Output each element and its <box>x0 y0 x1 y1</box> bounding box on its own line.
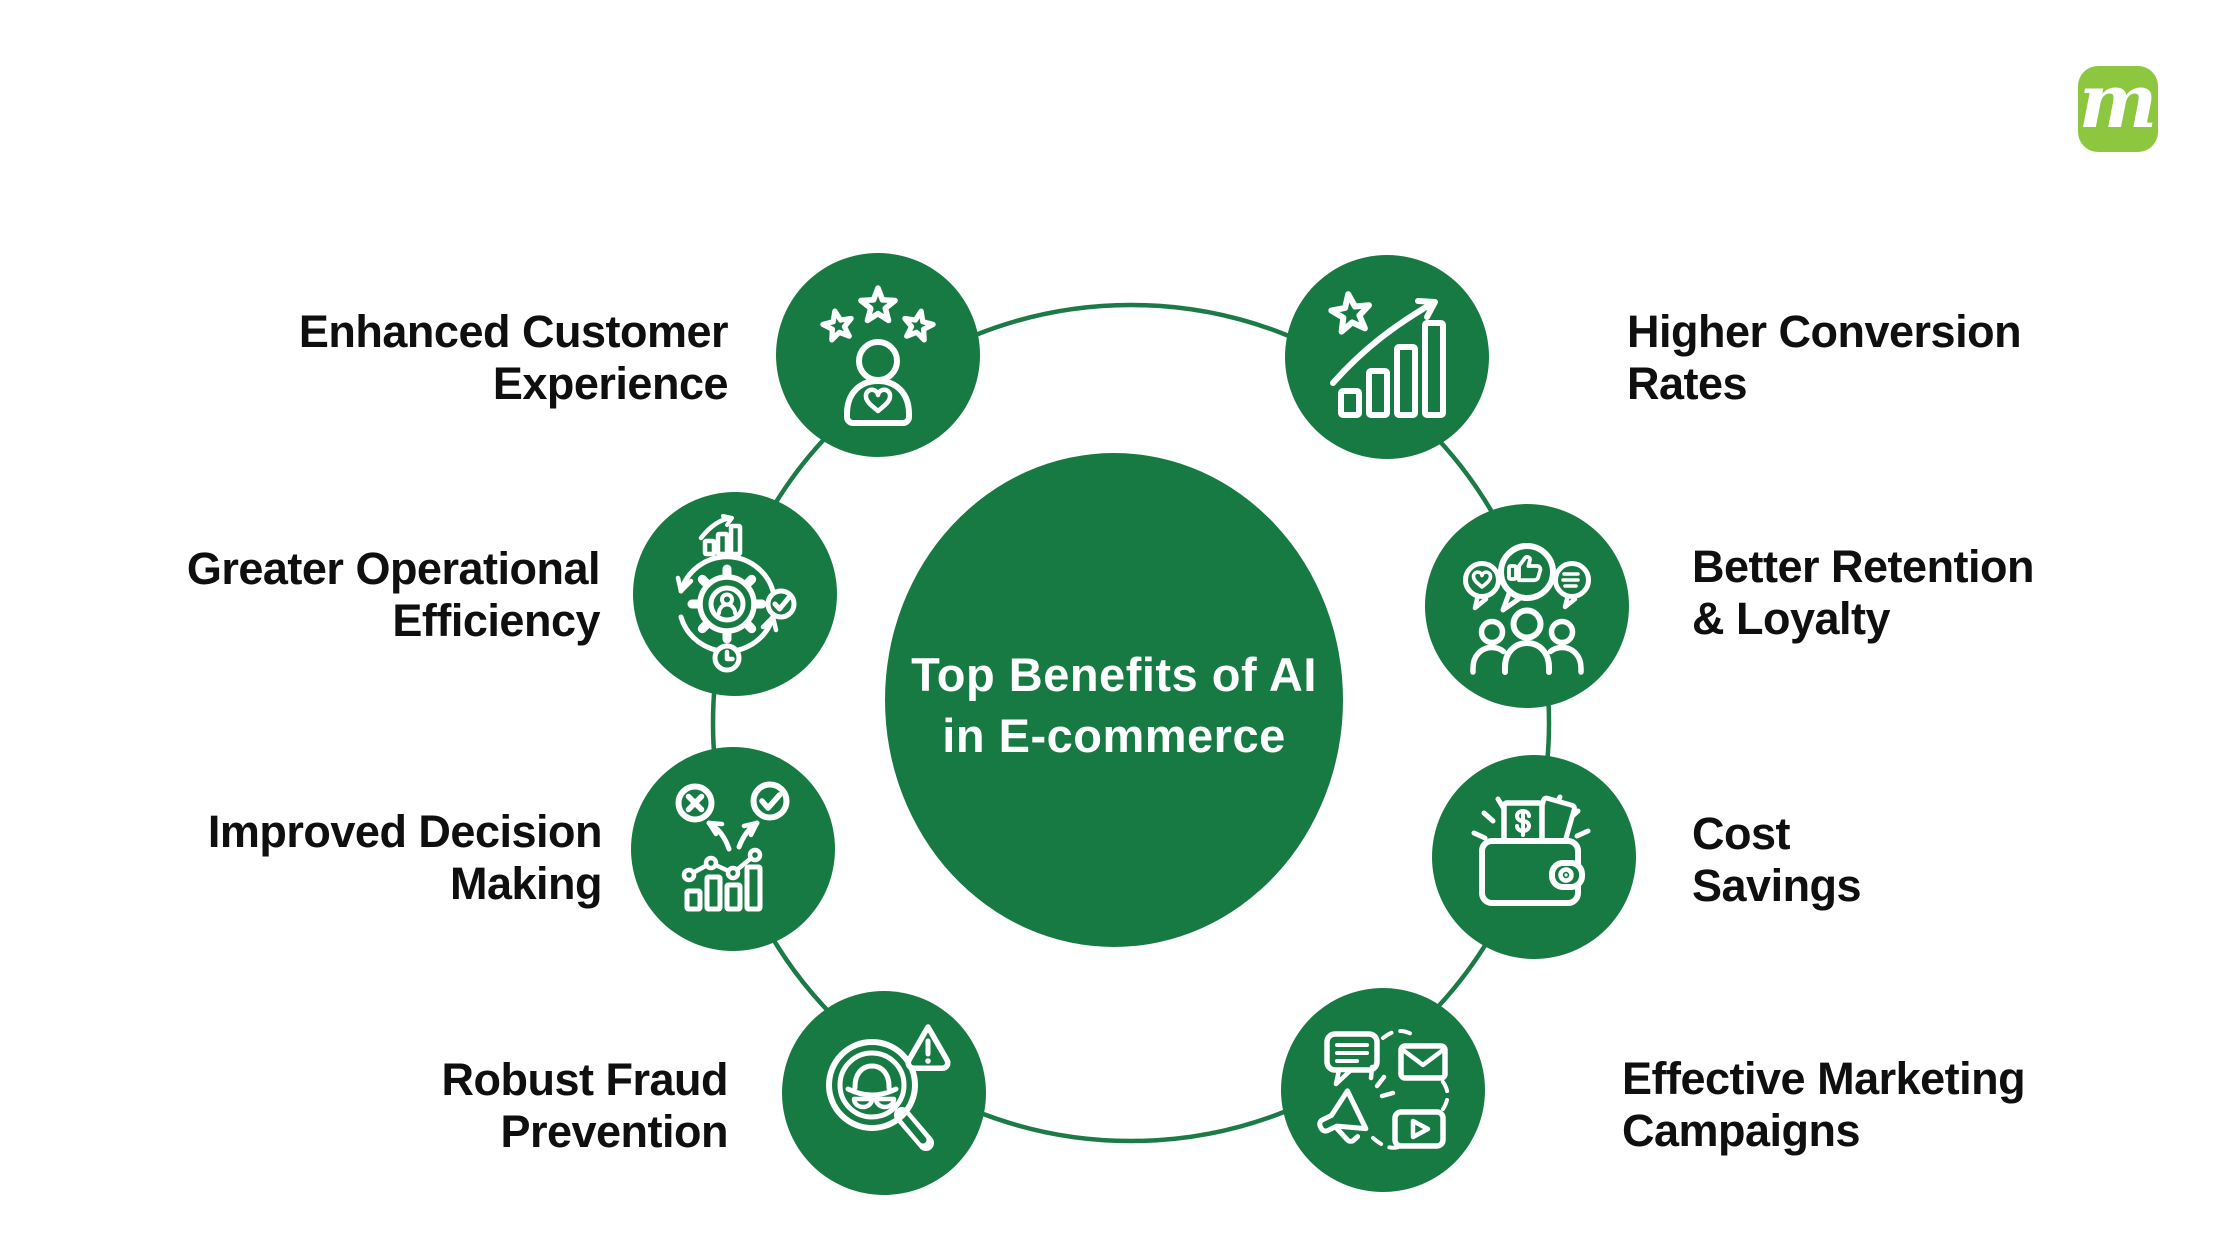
label-line1: Cost <box>1692 808 1791 859</box>
customers-feedback-bubbles-icon <box>1463 543 1591 675</box>
node-circle <box>1285 255 1489 459</box>
diagram-title-line1: Top Benefits of AI <box>911 648 1317 701</box>
node-effective-marketing-campaigns <box>1281 988 1485 1192</box>
label-line2: Savings <box>1692 860 1862 911</box>
node-circle <box>776 253 980 457</box>
label-line1: Greater Operational <box>186 543 601 594</box>
label-line1: Higher Conversion <box>1627 306 2022 357</box>
node-circle <box>631 747 835 951</box>
node-cost-savings <box>1432 755 1636 959</box>
label-effective-marketing-campaigns: Effective Marketing Campaigns <box>1622 1053 2026 1157</box>
label-cost-savings: Cost Savings <box>1692 808 1862 912</box>
label-line2: Prevention <box>500 1106 728 1157</box>
label-higher-conversion-rates: Higher Conversion Rates <box>1627 306 2022 410</box>
node-better-retention-loyalty <box>1425 504 1629 708</box>
decision-branch-arrows-icon <box>675 781 790 912</box>
connector-ring <box>710 302 1552 1144</box>
marketing-channels-megaphone-icon <box>1317 1029 1450 1150</box>
node-improved-decision-making <box>631 747 835 951</box>
label-line1: Enhanced Customer <box>298 306 729 357</box>
node-circle <box>1425 504 1629 708</box>
center-circle <box>885 453 1343 947</box>
node-circle <box>1281 988 1485 1192</box>
label-greater-operational-efficiency: Greater Operational Efficiency <box>186 543 601 647</box>
diagram-title-line2: in E-commerce <box>942 709 1286 762</box>
label-line1: Better Retention <box>1692 541 2035 592</box>
node-robust-fraud-prevention <box>782 991 986 1195</box>
fraud-spy-magnifier-icon <box>826 1024 951 1151</box>
label-line2: Efficiency <box>392 595 600 646</box>
label-improved-decision-making: Improved Decision Making <box>207 806 603 910</box>
brand-logo-letter: m <box>2078 59 2158 145</box>
label-robust-fraud-prevention: Robust Fraud Prevention <box>441 1054 729 1158</box>
label-line2: & Loyalty <box>1692 593 1891 644</box>
label-line2: Rates <box>1627 358 1748 409</box>
label-better-retention-loyalty: Better Retention & Loyalty <box>1692 541 2035 645</box>
node-enhanced-customer-experience <box>776 253 980 457</box>
label-line1: Effective Marketing <box>1622 1053 2026 1104</box>
customer-rating-stars-icon <box>821 288 936 426</box>
gear-efficiency-cycle-icon <box>675 514 797 673</box>
wallet-savings-icon <box>1471 794 1591 906</box>
diagram-title: Top Benefits of AI in E-commerce <box>884 644 1344 766</box>
label-line1: Robust Fraud <box>441 1054 729 1105</box>
label-line1: Improved Decision <box>207 806 603 857</box>
brand-logo: m <box>2078 59 2158 152</box>
label-line2: Making <box>449 858 603 909</box>
node-greater-operational-efficiency <box>633 492 837 696</box>
growth-bars-arrow-star-icon <box>1329 292 1446 418</box>
node-higher-conversion-rates <box>1285 255 1489 459</box>
label-line2: Experience <box>492 358 729 409</box>
label-line2: Campaigns <box>1622 1105 1861 1156</box>
label-enhanced-customer-experience: Enhanced Customer Experience <box>298 306 729 410</box>
